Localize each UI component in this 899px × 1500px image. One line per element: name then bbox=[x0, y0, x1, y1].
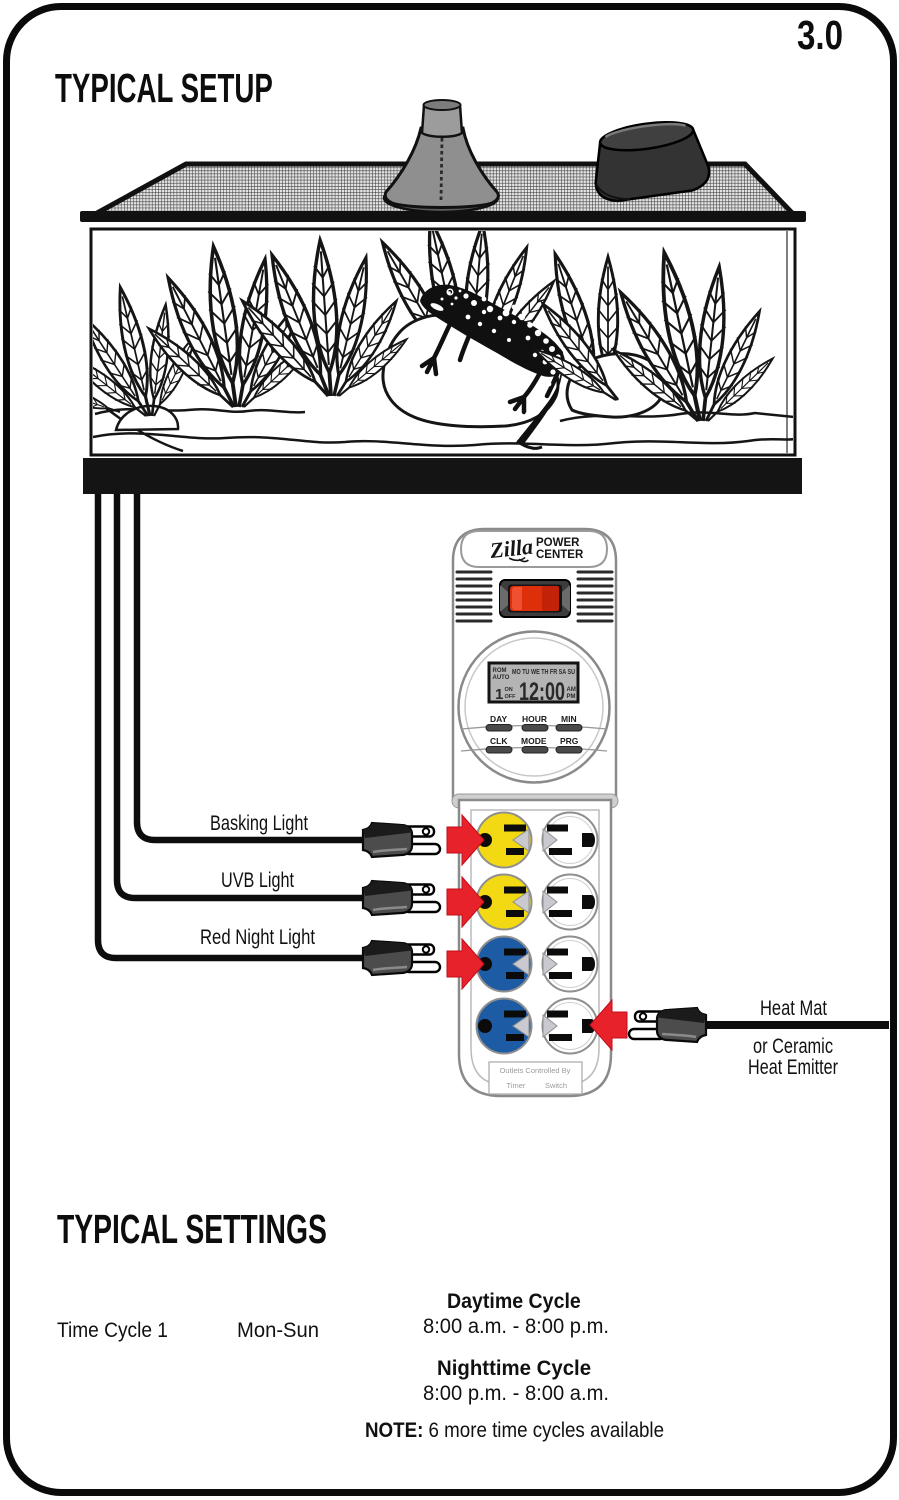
svg-text:Outlets Controlled By: Outlets Controlled By bbox=[500, 1066, 571, 1075]
svg-text:AUTO: AUTO bbox=[493, 675, 510, 681]
svg-text:MODE: MODE bbox=[521, 736, 547, 746]
svg-text:12:00: 12:00 bbox=[519, 678, 565, 706]
svg-text:Switch: Switch bbox=[545, 1081, 567, 1090]
svg-text:1: 1 bbox=[495, 686, 503, 703]
svg-text:MO TU WE TH FR SA SU: MO TU WE TH FR SA SU bbox=[512, 669, 575, 676]
svg-text:HOUR: HOUR bbox=[522, 714, 547, 724]
svg-text:Timer: Timer bbox=[507, 1081, 526, 1090]
svg-text:OFF: OFF bbox=[505, 694, 517, 700]
svg-text:PM: PM bbox=[567, 694, 576, 700]
svg-text:ROM: ROM bbox=[493, 668, 507, 674]
svg-text:CLK: CLK bbox=[490, 736, 508, 746]
svg-text:DAY: DAY bbox=[490, 714, 507, 724]
svg-text:AM: AM bbox=[567, 687, 576, 693]
svg-text:POWER: POWER bbox=[536, 537, 580, 549]
svg-text:PRG: PRG bbox=[560, 736, 579, 746]
svg-text:ON: ON bbox=[505, 687, 513, 693]
svg-text:MIN: MIN bbox=[561, 714, 577, 724]
svg-text:CENTER: CENTER bbox=[536, 549, 584, 561]
